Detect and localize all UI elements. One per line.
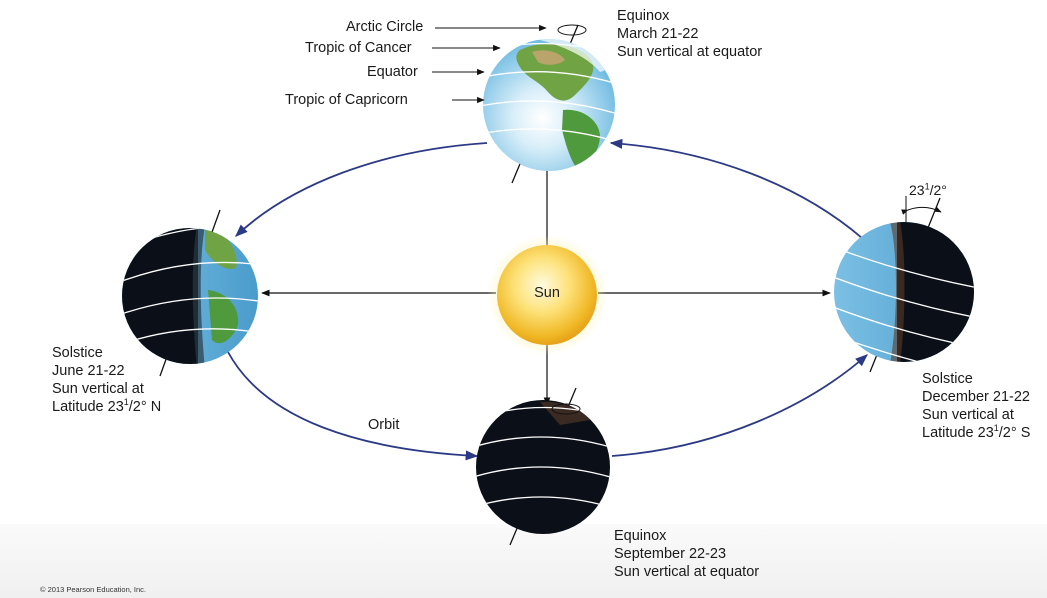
earth-march-equinox: [483, 24, 615, 184]
orbit-arc-december-to-march: [609, 138, 863, 239]
caption-march-equinox: Equinox March 21-22 Sun vertical at equa…: [617, 8, 763, 60]
earth-september-equinox: [476, 387, 610, 546]
caption-december-solstice: Solstice December 21-22 Sun vertical at …: [922, 371, 1031, 441]
caption-june-solstice: Solstice June 21-22 Sun vertical at Lati…: [52, 345, 162, 415]
orbit-path: [227, 138, 868, 461]
sun-label: Sun: [534, 285, 560, 301]
latitude-pointers: [432, 24, 547, 104]
copyright-notice: © 2013 Pearson Education, Inc.: [40, 585, 147, 594]
orbit-arc-march-to-june: [235, 142, 488, 237]
footer-band: [0, 524, 1047, 598]
caption-september-equinox: Equinox September 22-23 Sun vertical at …: [614, 528, 760, 580]
orbit-arc-june-to-september: [227, 351, 479, 461]
earth-december-solstice: [834, 196, 974, 373]
label-arctic-circle: Arctic Circle: [346, 19, 424, 35]
label-equator: Equator: [367, 64, 418, 80]
tilt-angle-label: 231/2°: [909, 181, 947, 198]
label-tropic-of-cancer: Tropic of Cancer: [305, 40, 412, 56]
sun: [487, 235, 607, 355]
label-tropic-of-capricorn: Tropic of Capricorn: [285, 92, 408, 108]
orbit-arc-september-to-december: [611, 354, 868, 457]
orbit-label: Orbit: [368, 417, 400, 433]
